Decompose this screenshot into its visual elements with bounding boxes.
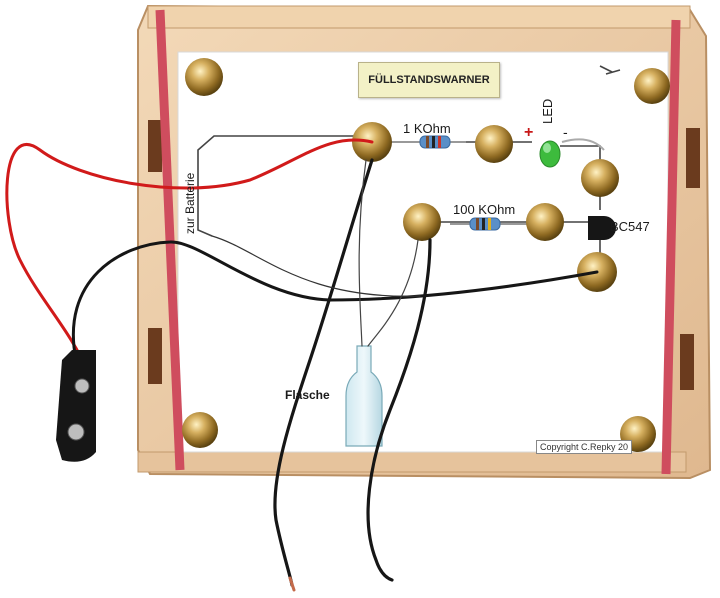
circuit-card (177, 51, 669, 453)
label-plus: + (524, 124, 534, 141)
bottle-drawing (345, 345, 383, 447)
wires (5, 138, 599, 592)
board-title: FÜLLSTANDSWARNER (358, 62, 500, 98)
green-led (539, 138, 605, 168)
label-resistor-100k: 100 KOhm (453, 202, 516, 217)
label-bottle: Flasche (285, 388, 330, 402)
label-transistor: BC547 (610, 219, 650, 234)
battery-clip (56, 350, 96, 462)
label-minus: - (563, 124, 568, 140)
transistor-bc547 (588, 216, 616, 240)
rubber-bands (155, 9, 681, 475)
board-title-text: FÜLLSTANDSWARNER (368, 74, 490, 86)
resistor-1k (372, 135, 466, 149)
label-battery: zur Batterie (183, 172, 197, 234)
label-resistor-1k: 1 KOhm (403, 121, 451, 136)
label-led: LED (540, 98, 555, 124)
copyright-label: Copyright C.Repky 20 (536, 440, 633, 454)
